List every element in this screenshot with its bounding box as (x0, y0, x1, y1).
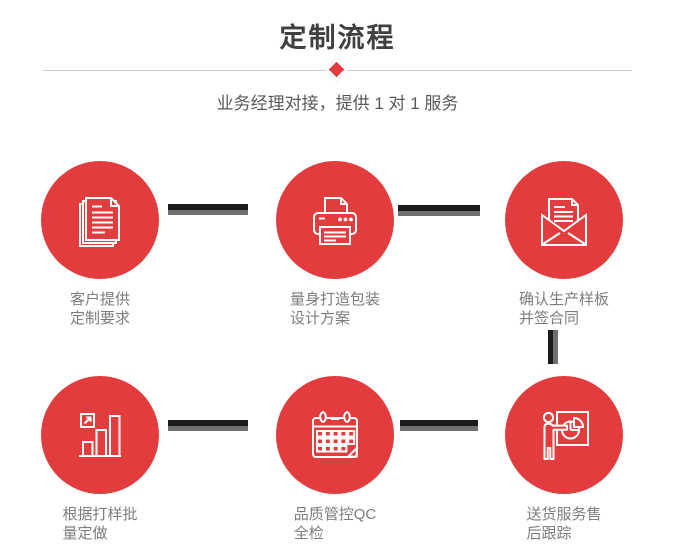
process-step-4: 根据打样批量定做 (20, 376, 180, 543)
process-step-2: 量身打造包装设计方案 (255, 161, 415, 328)
section-title: 定制流程 (279, 23, 396, 53)
connector-bar-3-6 (548, 330, 558, 364)
connector-bar-1-2 (168, 204, 248, 215)
step-circle (41, 376, 159, 494)
step-label: 客户提供定制要求 (69, 291, 130, 327)
bar-chart-icon (79, 413, 121, 457)
connector-bar-4-5 (168, 420, 248, 431)
process-step-3: 确认生产样板并签合同 (484, 161, 644, 328)
process-step-1: 客户提供定制要求 (20, 161, 180, 328)
section-subtitle: 业务经理对接，提供 1 对 1 服务 (216, 94, 459, 113)
step-circle (276, 376, 394, 494)
connector-bar-2-3 (398, 205, 480, 216)
step-label: 确认生产样板并签合同 (518, 291, 609, 327)
diamond-ornament-icon (324, 57, 349, 82)
step-label: 量身打造包装设计方案 (289, 291, 380, 327)
step-label: 送货服务售后跟踪 (526, 506, 602, 542)
step-label: 根据打样批量定做 (62, 506, 138, 542)
envelope-icon (541, 198, 587, 246)
printer-icon (313, 197, 357, 245)
step-circle (41, 161, 159, 279)
step-circle (505, 376, 623, 494)
connector-bar-5-6 (400, 420, 478, 431)
process-step-6: 送货服务售后跟踪 (484, 376, 644, 543)
documents-icon (79, 197, 120, 247)
step-circle (505, 161, 623, 279)
presentation-icon (542, 411, 589, 460)
step-circle (276, 161, 394, 279)
calendar-icon (312, 411, 358, 458)
